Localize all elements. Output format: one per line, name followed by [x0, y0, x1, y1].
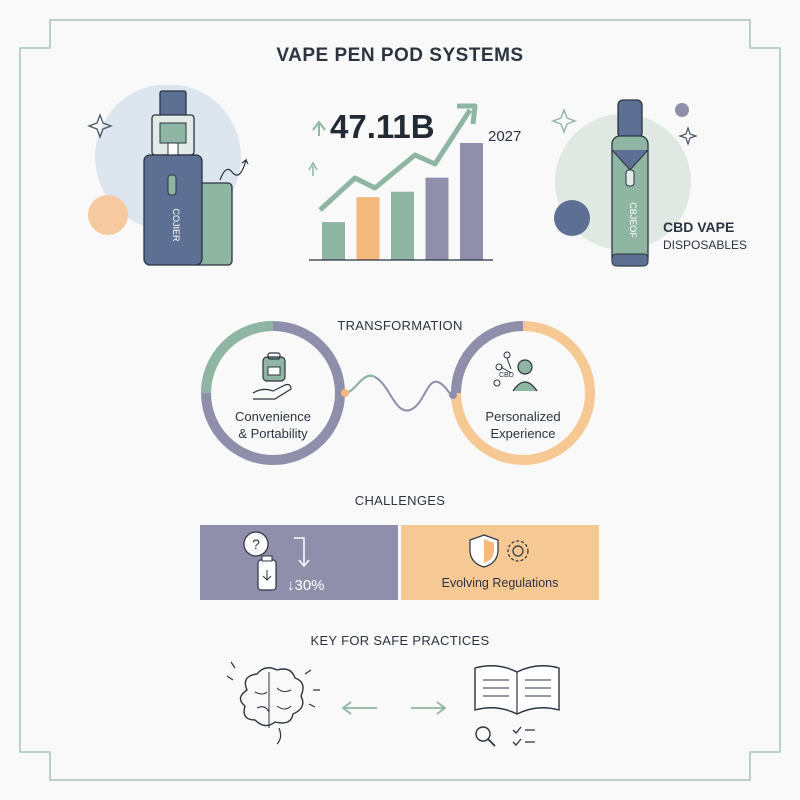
personalized-line1: Personalized [485, 409, 561, 424]
magnifier-icon [475, 726, 496, 747]
disposable-vape-illustration: CBJEOF [551, 99, 698, 267]
safe-practices-illustration [226, 661, 560, 747]
right-device-label: CBJEOF [628, 202, 638, 238]
svg-text:?: ? [252, 536, 260, 552]
person-network-icon: CBD [493, 351, 538, 392]
challenges-heading: CHALLENGES [354, 493, 446, 508]
convenience-label: Convenience & Portability [208, 408, 338, 442]
checklist-icon [512, 726, 535, 746]
safe-practices-heading: KEY FOR SAFE PRACTICES [310, 633, 490, 648]
chart-bar-1 [322, 222, 345, 260]
transformation-heading: TRANSFORMATION [337, 318, 463, 333]
chart-bar-3 [391, 191, 414, 260]
shield-gear-icon [469, 534, 529, 568]
page-title: VAPE PEN POD SYSTEMS [276, 45, 524, 66]
backpack-hand-icon [252, 352, 292, 400]
box-mod-device-illustration: COJIER [87, 85, 249, 266]
left-device-label: COJIER [171, 208, 181, 242]
market-value: 47.11B [330, 108, 435, 145]
convenience-line2: & Portability [238, 426, 308, 441]
right-arrow-icon [411, 701, 447, 715]
decline-value: ↓30% [287, 577, 325, 594]
cbd-badge: CBD [499, 372, 514, 379]
chart-bar-5 [460, 143, 483, 260]
market-growth-chart [308, 103, 493, 261]
up-arrow-icon [312, 120, 326, 136]
cbd-line1: CBD VAPE [663, 219, 735, 235]
cbd-line2: DISPOSABLES [663, 238, 748, 252]
question-bottle-icon: ? [243, 531, 310, 591]
personalized-line2: Experience [490, 426, 556, 441]
trend-arrow [318, 108, 473, 212]
transformation-diagram: CBD [201, 321, 595, 465]
book-icon [474, 665, 560, 715]
regulations-label: Evolving Regulations [441, 576, 559, 590]
chart-bar-2 [356, 197, 380, 260]
challenge-regulation-panel [401, 525, 599, 600]
convenience-line1: Convenience [235, 409, 311, 424]
left-arrow-icon [341, 701, 377, 715]
brain-icon [226, 661, 320, 745]
personalized-label: Personalized Experience [458, 408, 588, 442]
market-year: 2027 [488, 128, 522, 145]
chart-bar-4 [425, 177, 449, 260]
cbd-vape-label: CBD VAPE DISPOSABLES [663, 218, 747, 254]
